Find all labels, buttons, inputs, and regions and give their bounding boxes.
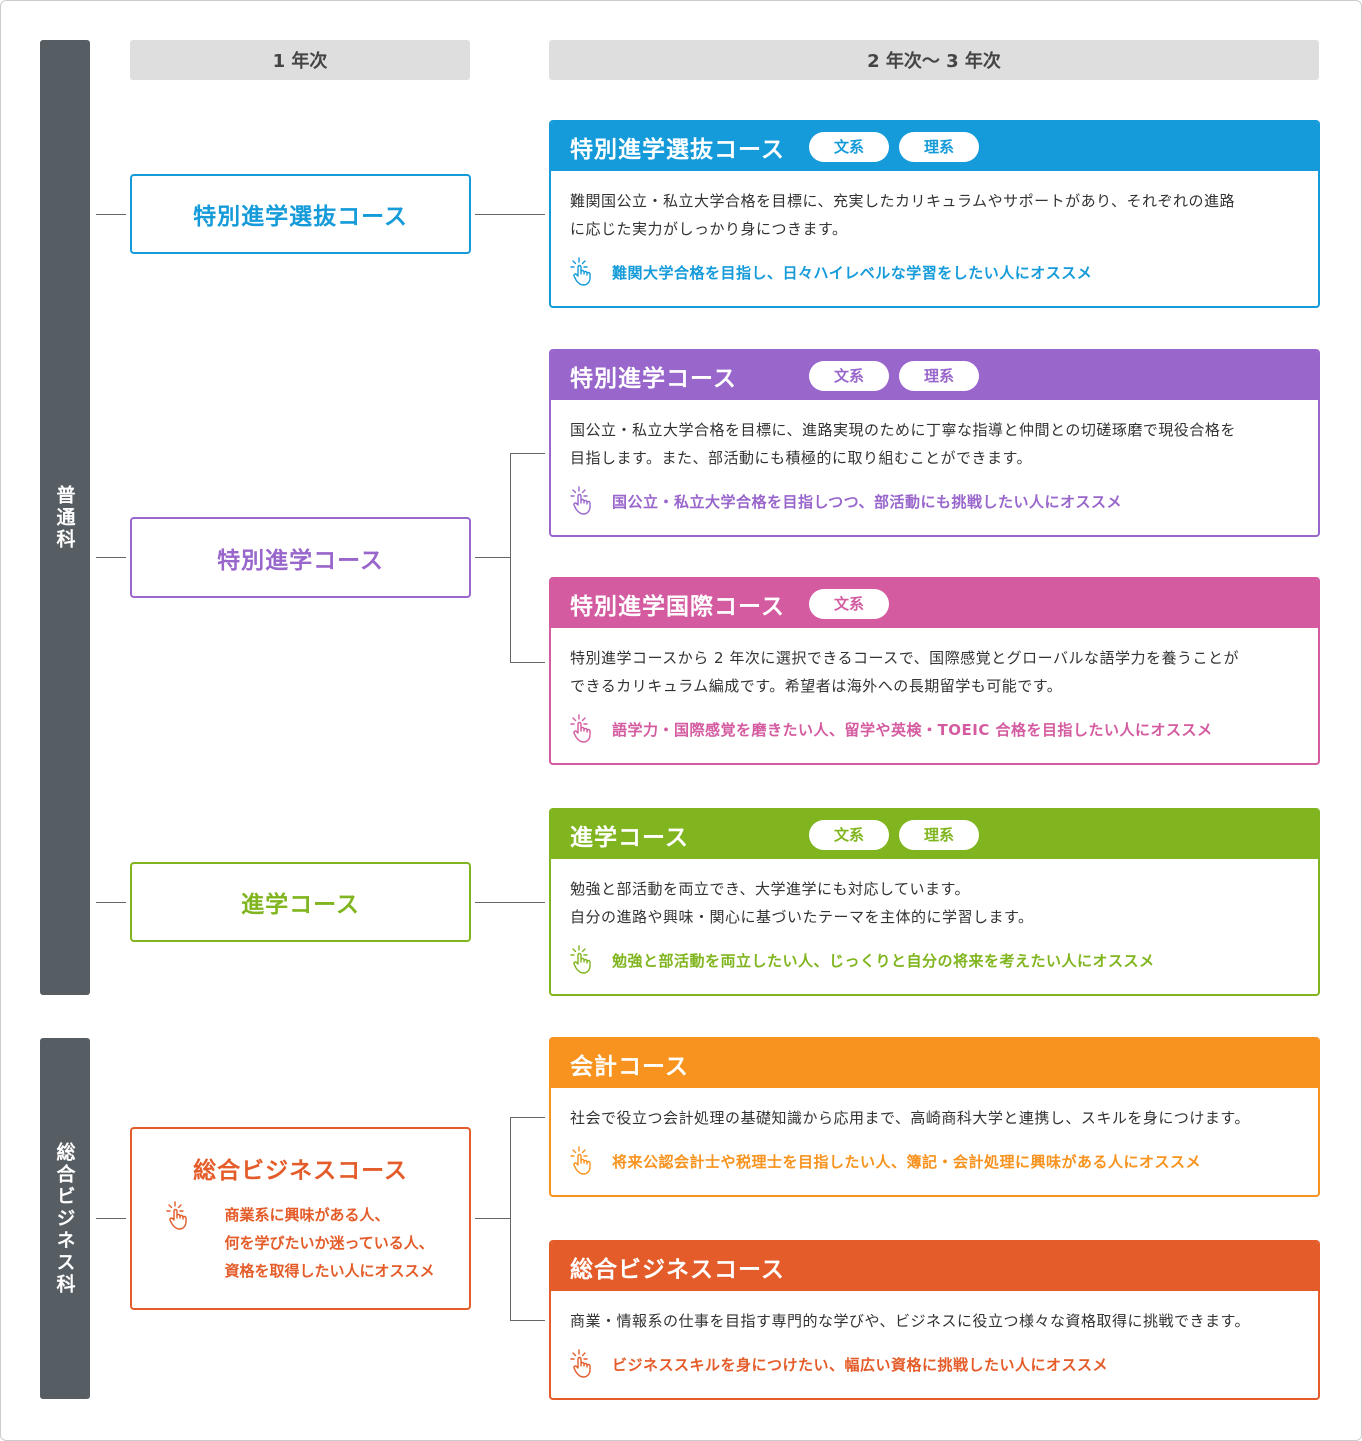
connector-line <box>510 1117 545 1118</box>
course-card-header: 特別進学選抜コース文系理系 <box>551 122 1318 171</box>
pointing-hand-icon <box>570 257 594 287</box>
year1-course-box[interactable]: 総合ビジネスコース商業系に興味がある人、何を学びたいか迷っている人、資格を取得し… <box>130 1127 471 1310</box>
pointing-hand-icon <box>570 486 594 516</box>
connector-line <box>510 662 545 663</box>
connector-line <box>96 902 126 903</box>
course-recommend: ビジネススキルを身につけたい、幅広い資格に挑戦したい人にオススメ <box>612 1355 1109 1374</box>
course-card-header: 進学コース 文系理系 <box>551 810 1318 859</box>
pointing-hand-icon <box>570 945 594 975</box>
course-description: できるカリキュラム編成です。希望者は海外への長期留学も可能です。 <box>570 677 1063 695</box>
course-card: 総合ビジネスコース商業・情報系の仕事を目指す専門的な学びや、ビジネスに役立つ様々… <box>549 1240 1320 1400</box>
course-title: 特別進学国際コース <box>570 593 785 620</box>
course-card-header: 特別進学国際コース文系 <box>551 579 1318 628</box>
connector-line <box>475 557 510 558</box>
course-description: 社会で役立つ会計処理の基礎知識から応用まで、高崎商科大学と連携し、スキルを身につ… <box>570 1109 1250 1127</box>
pointing-hand-icon <box>570 714 594 744</box>
course-card: 特別進学選抜コース文系理系難関国公立・私立大学合格を目標に、充実したカリキュラム… <box>549 120 1320 308</box>
course-description: に応じた実力がしっかり身につきます。 <box>570 220 848 238</box>
connector-line <box>96 1218 126 1219</box>
course-description: 勉強と部活動を両立でき、大学進学にも対応しています。 <box>570 880 971 898</box>
year1-course-title: 総合ビジネスコース <box>193 1158 408 1184</box>
course-card: 会計コース社会で役立つ会計処理の基礎知識から応用まで、高崎商科大学と連携し、スキ… <box>549 1037 1320 1197</box>
course-recommend: 語学力・国際感覚を磨きたい人、留学や英検・TOEIC 合格を目指したい人にオスス… <box>612 720 1213 739</box>
connector-line <box>475 1218 510 1219</box>
course-title: 会計コース <box>570 1053 689 1080</box>
course-recommend: 国公立・私立大学合格を目指しつつ、部活動にも挑戦したい人にオススメ <box>612 492 1123 511</box>
connector-line <box>475 902 545 903</box>
course-card-header: 特別進学コース 文系理系 <box>551 351 1318 400</box>
course-card-header: 総合ビジネスコース <box>551 1242 1318 1291</box>
course-title: 特別進学選抜コース <box>570 136 785 163</box>
recommend-text: 資格を取得したい人にオススメ <box>224 1262 435 1280</box>
department-general: 普通科 <box>40 40 90 995</box>
connector-line <box>510 1117 511 1321</box>
year1-course-title: 進学コース <box>241 892 360 918</box>
course-tag: 文系 <box>809 131 889 162</box>
course-title: 進学コース <box>570 824 689 851</box>
connector-line <box>510 453 545 454</box>
pointing-hand-icon <box>570 1349 594 1379</box>
recommend-text: 商業系に興味がある人、 <box>224 1206 390 1224</box>
course-recommend: 勉強と部活動を両立したい人、じっくりと自分の将来を考えたい人にオススメ <box>612 951 1155 970</box>
course-tag: 文系 <box>809 588 889 619</box>
connector-line <box>510 1320 545 1321</box>
header-year2-3: 2 年次〜 3 年次 <box>549 40 1319 80</box>
course-tag: 理系 <box>899 360 979 391</box>
pointing-hand-icon <box>166 1201 190 1231</box>
connector-line <box>96 557 126 558</box>
year1-course-title: 特別進学コース <box>217 547 384 574</box>
course-description: 目指します。また、部活動にも積極的に取り組むことができます。 <box>570 449 1033 467</box>
course-tag: 文系 <box>809 360 889 391</box>
course-description: 難関国公立・私立大学合格を目標に、充実したカリキュラムやサポートがあり、それぞれ… <box>570 192 1236 210</box>
course-recommend: 難関大学合格を目指し、日々ハイレベルな学習をしたい人にオススメ <box>612 263 1093 282</box>
year1-course-box[interactable]: 進学コース <box>130 862 471 942</box>
course-card: 特別進学国際コース文系特別進学コースから 2 年次に選択できるコースで、国際感覚… <box>549 577 1320 765</box>
course-recommend: 将来公認会計士や税理士を目指したい人、簿記・会計処理に興味がある人にオススメ <box>612 1152 1202 1171</box>
course-title: 総合ビジネスコース <box>570 1256 785 1283</box>
connector-line <box>510 453 511 663</box>
year1-course-box[interactable]: 特別進学選抜コース <box>130 174 471 254</box>
course-tag: 理系 <box>899 131 979 162</box>
year1-course-title: 特別進学選抜コース <box>193 204 408 230</box>
course-card: 特別進学コース 文系理系国公立・私立大学合格を目標に、進路実現のために丁寧な指導と… <box>549 349 1320 537</box>
course-tag: 文系 <box>809 819 889 850</box>
header-year1: 1 年次 <box>130 40 470 80</box>
course-description: 自分の進路や興味・関心に基づいたテーマを主体的に学習します。 <box>570 908 1034 926</box>
pointing-hand-icon <box>570 1146 594 1176</box>
year1-course-box[interactable]: 特別進学コース <box>130 517 471 598</box>
course-description: 国公立・私立大学合格を目標に、進路実現のために丁寧な指導と仲間との切磋琢磨で現役… <box>570 421 1236 439</box>
course-description: 商業・情報系の仕事を目指す専門的な学びや、ビジネスに役立つ様々な資格取得に挑戦で… <box>570 1312 1251 1330</box>
course-description: 特別進学コースから 2 年次に選択できるコースで、国際感覚とグローバルな語学力を… <box>570 649 1240 667</box>
course-tag: 理系 <box>899 819 979 850</box>
connector-line <box>475 214 545 215</box>
course-card: 進学コース 文系理系勉強と部活動を両立でき、大学進学にも対応しています。自分の進路… <box>549 808 1320 996</box>
course-card-header: 会計コース <box>551 1039 1318 1088</box>
department-business: 総合ビジネス科 <box>40 1038 90 1399</box>
course-title: 特別進学コース <box>570 365 737 392</box>
recommend-text: 何を学びたいか迷っている人、 <box>224 1234 434 1252</box>
connector-line <box>96 214 126 215</box>
